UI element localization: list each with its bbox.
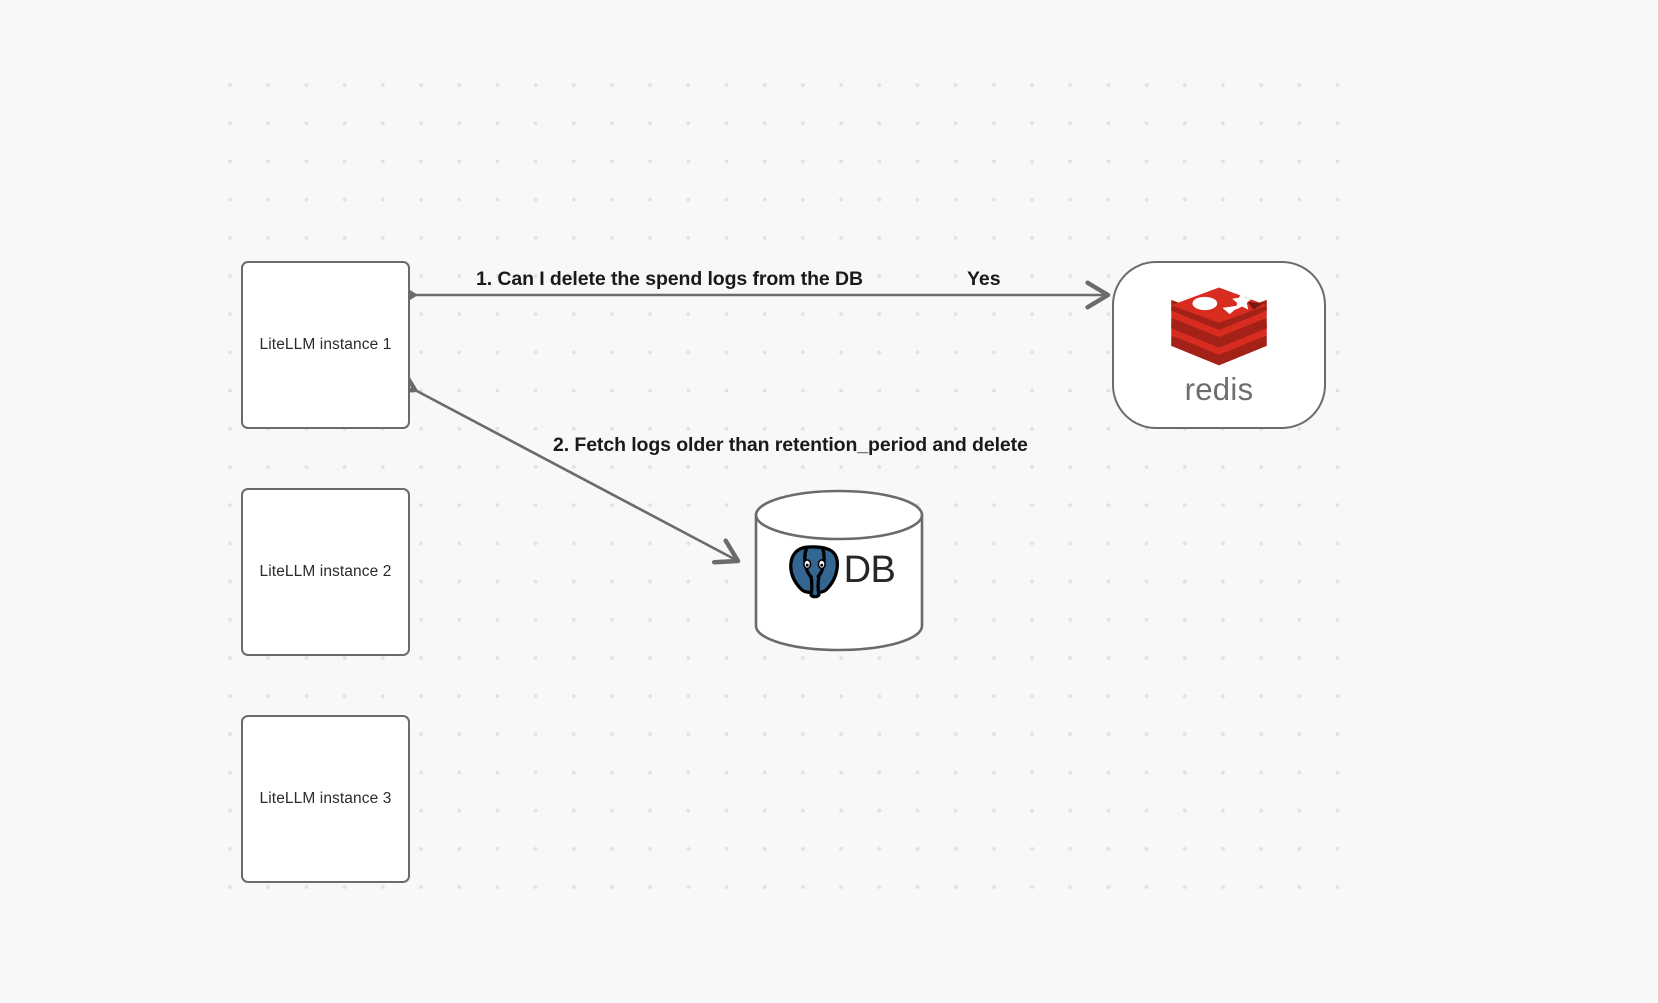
- node-litellm-instance-3[interactable]: LiteLLM instance 3: [241, 715, 410, 883]
- redis-wordmark: redis: [1185, 372, 1254, 407]
- postgresql-elephant-icon: [788, 544, 839, 598]
- node-litellm-instance-2-label: LiteLLM instance 2: [259, 563, 392, 580]
- node-litellm-instance-2[interactable]: LiteLLM instance 2: [241, 488, 410, 656]
- node-litellm-instance-1[interactable]: LiteLLM instance 1: [241, 261, 410, 429]
- node-postgres-db[interactable]: DB: [753, 489, 925, 652]
- node-litellm-instance-1-label: LiteLLM instance 1: [259, 336, 392, 353]
- edge-label-2: 2. Fetch logs older than retention_perio…: [553, 434, 1028, 456]
- edge-label-1: 1. Can I delete the spend logs from the …: [476, 268, 863, 290]
- edge-litellm1-to-db: [415, 390, 738, 561]
- redis-logo-icon: [1171, 287, 1267, 366]
- node-litellm-instance-3-label: LiteLLM instance 3: [259, 790, 392, 807]
- node-redis[interactable]: redis: [1112, 261, 1326, 429]
- db-label: DB: [843, 548, 896, 591]
- edge-label-1-reply: Yes: [967, 268, 1001, 290]
- svg-text:redis: redis: [1185, 372, 1254, 407]
